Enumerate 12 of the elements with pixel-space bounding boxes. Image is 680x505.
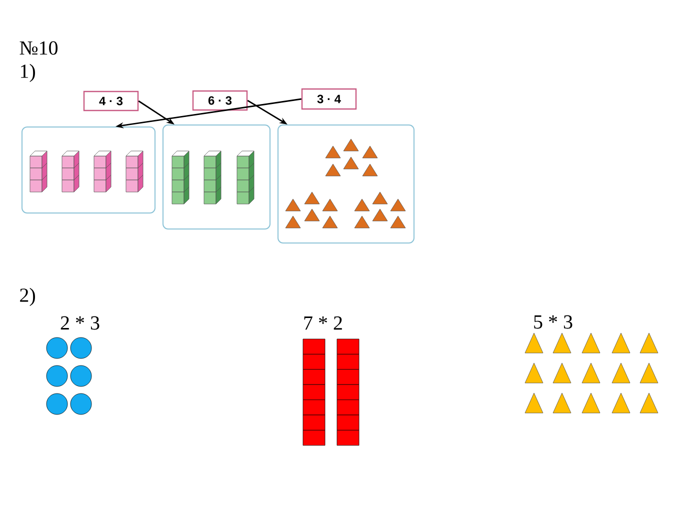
task-number: №10 bbox=[20, 41, 58, 55]
part-label: 1) bbox=[20, 64, 35, 82]
expression-box: 4 · 3 bbox=[83, 90, 139, 112]
picture-panel bbox=[22, 126, 156, 214]
part-label: 2) bbox=[20, 288, 35, 306]
expression-label: 7 * 2 bbox=[304, 316, 342, 330]
picture-panel bbox=[162, 124, 270, 230]
expression-label: 5 * 3 bbox=[534, 315, 572, 329]
picture-panel bbox=[278, 124, 414, 244]
expression-label: 2 * 3 bbox=[60, 316, 100, 330]
expression-box: 3 · 4 bbox=[301, 88, 357, 110]
expression-box: 6 · 3 bbox=[192, 90, 248, 111]
